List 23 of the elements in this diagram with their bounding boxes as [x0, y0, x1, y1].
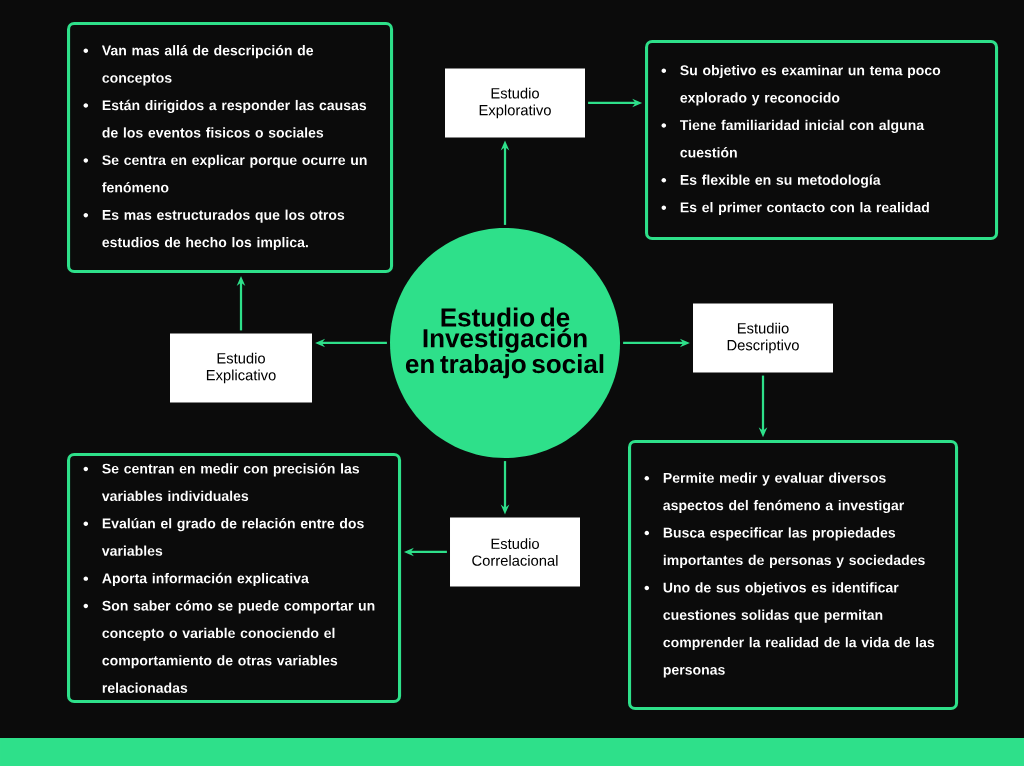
process-box: Estudio Correlacional	[450, 517, 580, 587]
bullet-item: Aporta información explicativa	[102, 572, 309, 587]
bullet-item: Es el primer contacto con la realidad	[680, 202, 929, 216]
bullet-list-box	[645, 40, 999, 241]
bullet-item: Tiene familiaridad inicial con alguna cuestión	[680, 119, 925, 158]
bullet-item: Se centran en medir con precisión las variables individuales	[101, 463, 360, 501]
bullet-item: Evalúan el grado de relación entre dos variables	[101, 518, 364, 556]
process-box: Estudiio Descriptivo	[693, 303, 833, 373]
bullet-item: Se centra en explicar porque ocurre un fenómeno	[102, 154, 367, 193]
bullet-item: Es mas estructurados que los otros estudios de hecho los implica.	[102, 209, 345, 251]
process-box: Estudio Explicativo	[170, 333, 312, 403]
bullet-list-box	[67, 453, 402, 704]
bullet-list-box	[67, 22, 394, 274]
bullet-item: Uno de sus objetivos es identificar cuestiones solidas que permitan comprender la realidad de la vida de las personas	[663, 582, 935, 678]
bullet-item: Están dirigidos a responder las causas de los eventos fisicos o sociales	[102, 99, 367, 138]
bullet-item: Son saber cómo se puede comportar un concepto o variable conociendo el comportamiento de otras variables relacionadas	[102, 600, 375, 693]
bullet-item: Van mas allá de descripción de conceptos	[101, 44, 314, 86]
bullet-item: Permite medir y evaluar diversos aspectos del fenómeno a investigar	[663, 472, 904, 514]
bullet-item: Su objetivo es examinar un tema poco explorado y reconocido	[680, 64, 941, 106]
bullet-list-box	[628, 440, 959, 711]
process-box: Estudio Explorativo	[445, 68, 585, 138]
bullet-item: Busca especificar las propiedades importantes de personas y sociedades	[663, 527, 925, 568]
bullet-item: Es flexible en su metodología	[680, 174, 881, 188]
